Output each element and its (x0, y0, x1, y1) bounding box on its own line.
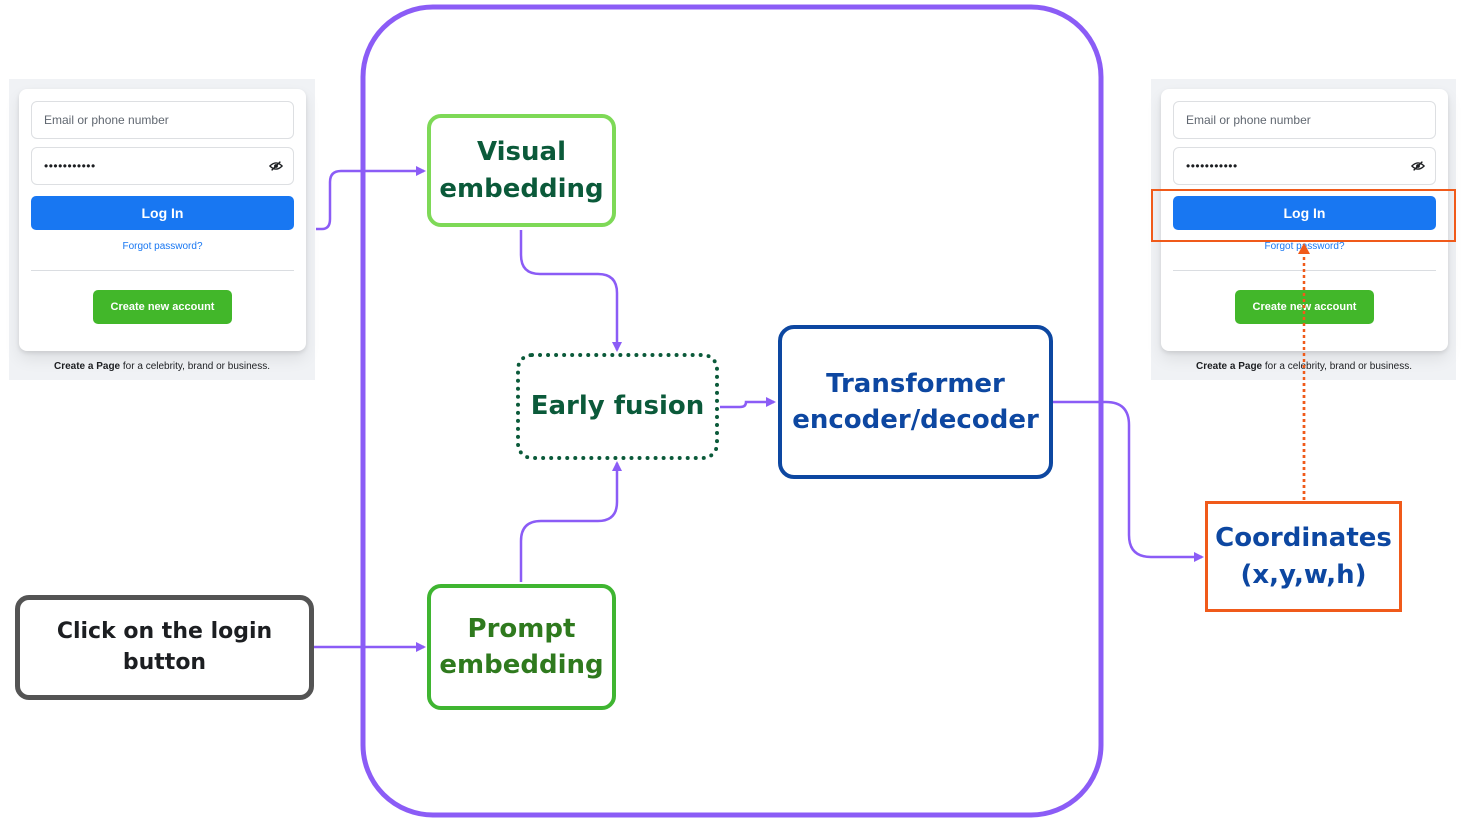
coordinates-label: Coordinates (x,y,w,h) (1215, 523, 1392, 590)
arrow-transformer-to-coordinates (1052, 400, 1204, 562)
login-button[interactable]: Log In (1173, 196, 1436, 230)
arrow-visual-to-fusion (519, 230, 622, 352)
eye-slash-icon[interactable] (1411, 159, 1425, 173)
create-page-line: Create a Page for a celebrity, brand or … (9, 361, 315, 372)
email-placeholder: Email or phone number (44, 113, 169, 127)
email-field[interactable]: Email or phone number (31, 101, 294, 139)
arrow-screenshot-to-visual (316, 166, 426, 231)
early-fusion-label: Early fusion (530, 391, 705, 422)
eye-slash-icon[interactable] (269, 159, 283, 173)
input-screenshot: Email or phone number ••••••••••• Log In… (9, 79, 315, 380)
arrow-fusion-to-transformer (720, 397, 776, 409)
password-value: ••••••••••• (1186, 159, 1238, 173)
login-card: Email or phone number ••••••••••• Log In… (19, 89, 306, 351)
forgot-password-link[interactable]: Forgot password? (122, 241, 203, 252)
instruction-label: Click on the login button (56, 618, 273, 675)
model-container (360, 4, 1104, 818)
arrow-prompt-to-fusion (519, 461, 622, 582)
create-account-button[interactable]: Create new account (1235, 290, 1374, 324)
create-page-link[interactable]: Create a Page (1195, 361, 1263, 372)
create-page-line: Create a Page for a celebrity, brand or … (1151, 361, 1457, 372)
divider (1173, 270, 1436, 271)
create-page-text: for a celebrity, brand or business. (1262, 361, 1413, 372)
create-page-text: for a celebrity, brand or business. (120, 361, 271, 372)
predicted-bbox-highlight (1151, 189, 1456, 242)
coordinates-box: Coordinates (x,y,w,h) (1205, 501, 1402, 612)
transformer-label: Transformer encoder/decoder (792, 368, 1039, 435)
early-fusion-box: Early fusion (516, 353, 719, 460)
instruction-box: Click on the login button (15, 595, 314, 700)
create-page-link[interactable]: Create a Page (53, 361, 121, 372)
divider (31, 270, 294, 271)
forgot-password-link[interactable]: Forgot password? (1264, 241, 1345, 252)
prompt-embedding-label: Prompt embedding (439, 613, 604, 680)
prompt-embedding-box: Prompt embedding (427, 584, 616, 710)
email-field[interactable]: Email or phone number (1173, 101, 1436, 139)
login-button[interactable]: Log In (31, 196, 294, 230)
create-account-button[interactable]: Create new account (93, 290, 232, 324)
visual-embedding-box: Visual embedding (427, 114, 616, 227)
email-placeholder: Email or phone number (1186, 113, 1311, 127)
password-field[interactable]: ••••••••••• (1173, 147, 1436, 185)
visual-embedding-label: Visual embedding (439, 137, 604, 204)
transformer-box: Transformer encoder/decoder (778, 325, 1053, 479)
password-field[interactable]: ••••••••••• (31, 147, 294, 185)
password-value: ••••••••••• (44, 159, 96, 173)
